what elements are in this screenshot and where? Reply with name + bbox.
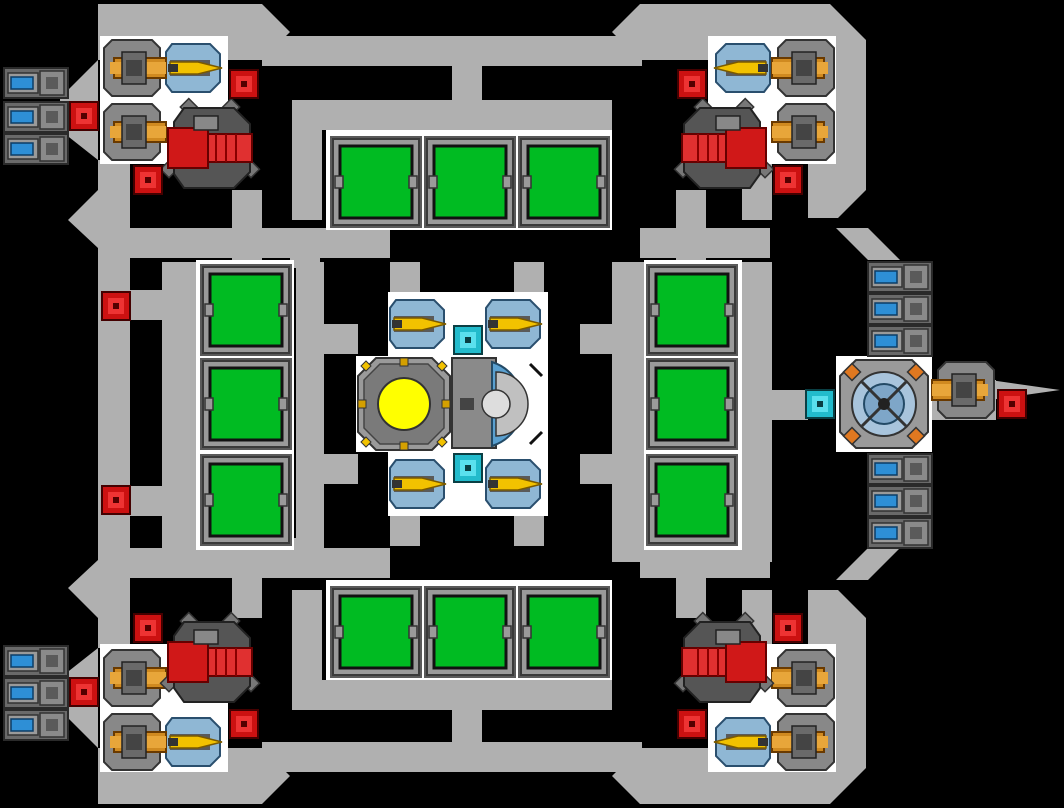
- laser-turret[interactable]: [713, 43, 771, 93]
- cannon[interactable]: [103, 103, 167, 161]
- cargo-container[interactable]: [422, 134, 518, 230]
- thruster[interactable]: [3, 101, 69, 133]
- armor-node[interactable]: [133, 165, 163, 195]
- cannon[interactable]: [103, 39, 167, 97]
- thruster[interactable]: [867, 325, 933, 357]
- cannon[interactable]: [771, 649, 835, 707]
- thruster[interactable]: [3, 133, 69, 165]
- thruster[interactable]: [3, 645, 69, 677]
- armor-node[interactable]: [101, 291, 131, 321]
- armor-node[interactable]: [229, 709, 259, 739]
- laser-turret[interactable]: [389, 459, 447, 509]
- armor-node[interactable]: [677, 709, 707, 739]
- laser-turret[interactable]: [485, 459, 543, 509]
- cargo-container[interactable]: [644, 356, 740, 452]
- gyroscope[interactable]: [839, 359, 929, 449]
- cargo-container[interactable]: [198, 262, 294, 358]
- core-reactor[interactable]: [357, 357, 451, 451]
- cannon[interactable]: [771, 39, 835, 97]
- hull-frame: [60, 4, 1060, 804]
- shield-node[interactable]: [453, 453, 483, 483]
- armor-node[interactable]: [677, 69, 707, 99]
- cargo-container[interactable]: [516, 134, 612, 230]
- ship-modules[interactable]: [3, 39, 1027, 771]
- cannon[interactable]: [103, 649, 167, 707]
- cannon[interactable]: [771, 103, 835, 161]
- thruster[interactable]: [3, 67, 69, 99]
- armor-node[interactable]: [101, 485, 131, 515]
- shield-node[interactable]: [805, 389, 835, 419]
- laser-turret[interactable]: [713, 717, 771, 767]
- cannon[interactable]: [771, 713, 835, 771]
- generator-dome[interactable]: [451, 357, 544, 449]
- shield-node[interactable]: [453, 325, 483, 355]
- cargo-container[interactable]: [516, 584, 612, 680]
- armor-node[interactable]: [773, 613, 803, 643]
- laser-turret[interactable]: [389, 299, 447, 349]
- cargo-container[interactable]: [198, 452, 294, 548]
- armor-node[interactable]: [773, 165, 803, 195]
- laser-turret[interactable]: [165, 43, 223, 93]
- thruster[interactable]: [867, 517, 933, 549]
- cannon[interactable]: [931, 361, 995, 419]
- cargo-container[interactable]: [644, 262, 740, 358]
- cargo-container[interactable]: [644, 452, 740, 548]
- armor-node[interactable]: [69, 677, 99, 707]
- cargo-container[interactable]: [328, 134, 424, 230]
- thruster[interactable]: [867, 261, 933, 293]
- heavy-gun[interactable]: [159, 611, 261, 703]
- thruster[interactable]: [867, 453, 933, 485]
- armor-node[interactable]: [229, 69, 259, 99]
- cargo-container[interactable]: [422, 584, 518, 680]
- thruster[interactable]: [867, 485, 933, 517]
- armor-node[interactable]: [69, 101, 99, 131]
- laser-turret[interactable]: [485, 299, 543, 349]
- cargo-container[interactable]: [198, 356, 294, 452]
- thruster[interactable]: [3, 709, 69, 741]
- armor-node[interactable]: [133, 613, 163, 643]
- laser-turret[interactable]: [165, 717, 223, 767]
- thruster[interactable]: [3, 677, 69, 709]
- cannon[interactable]: [103, 713, 167, 771]
- armor-node[interactable]: [997, 389, 1027, 419]
- cargo-container[interactable]: [328, 584, 424, 680]
- thruster[interactable]: [867, 293, 933, 325]
